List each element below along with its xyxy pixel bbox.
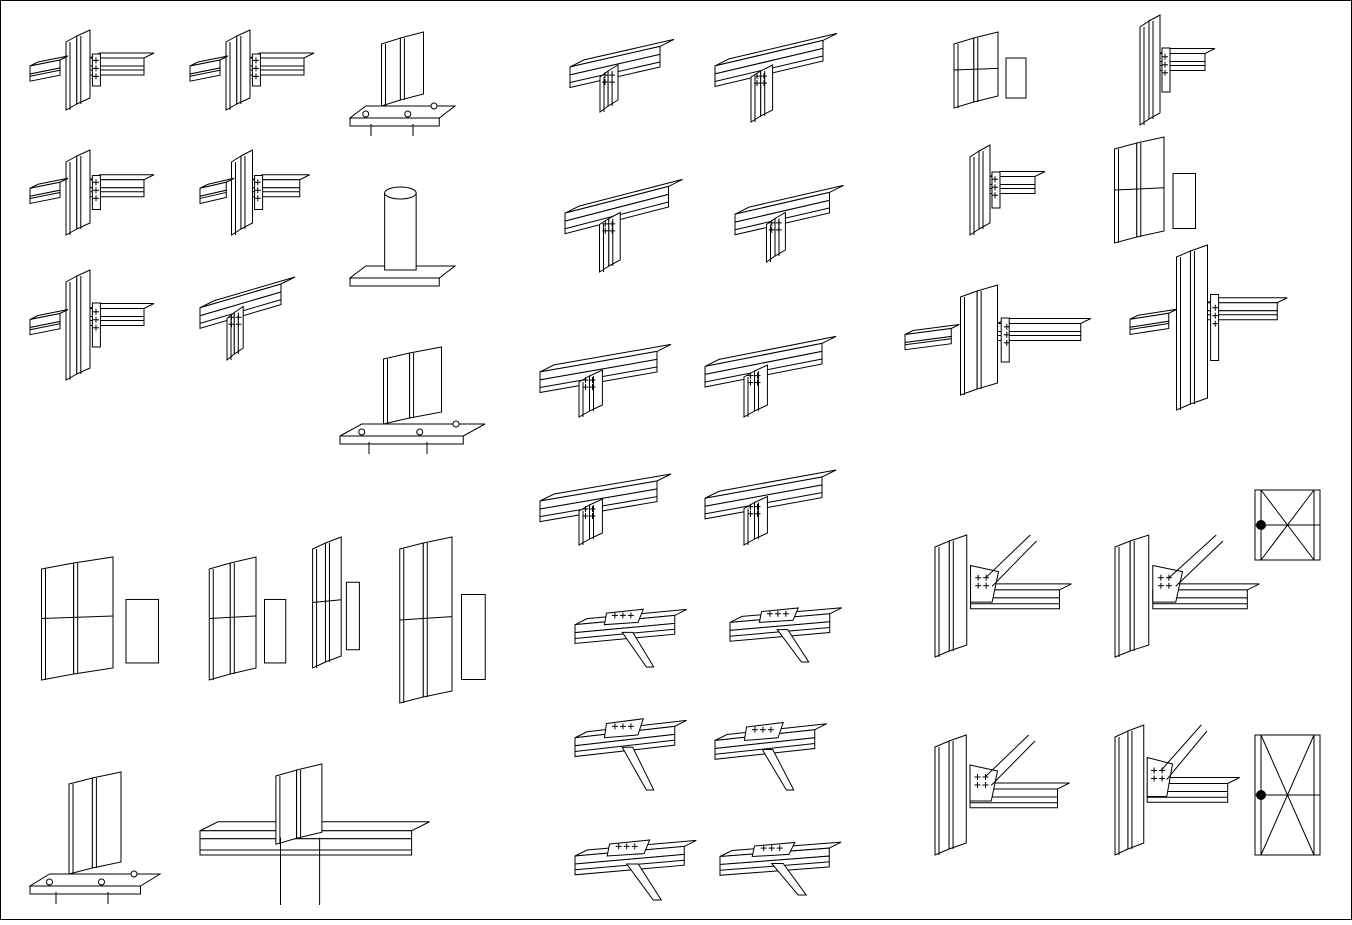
connection-detail-35 [1129,244,1288,411]
connection-detail-40 [1114,724,1240,856]
connection-detail-6 [348,186,457,287]
connection-detail-16 [569,38,675,113]
connection-detail-19 [734,184,844,263]
connection-detail-24 [574,608,687,668]
connection-detail-29 [719,841,842,896]
connection-detail-15 [199,763,430,905]
connection-detail-28 [574,839,697,901]
connection-detail-11 [208,556,287,681]
connection-detail-34 [904,284,1091,396]
connection-detail-23 [704,469,837,546]
connection-detail-4 [29,149,155,236]
connection-detail-1 [29,29,155,111]
connection-detail-10 [41,556,159,681]
connection-detail-26 [574,718,687,791]
connection-detail-12 [312,536,360,669]
connection-detail-41 [1254,734,1321,856]
connection-detail-14 [28,771,162,904]
connection-detail-31 [1139,14,1216,126]
connection-detail-18 [564,178,683,273]
connection-detail-38 [1254,489,1321,561]
connection-detail-5 [199,149,310,236]
connection-detail-7 [29,269,155,381]
connection-detail-27 [714,721,827,791]
connection-detail-37 [1114,534,1260,658]
connection-detail-32 [969,144,1046,236]
connection-detail-39 [934,734,1070,856]
connection-detail-22 [539,473,672,546]
connection-detail-17 [714,32,838,123]
connection-detail-25 [729,607,842,663]
connection-detail-2 [189,29,315,111]
connection-detail-13 [399,536,486,704]
connection-detail-20 [539,343,672,418]
connection-detail-30 [953,31,1027,109]
connection-detail-33 [1114,136,1196,244]
connection-detail-3 [348,31,457,136]
connection-detail-9 [339,346,486,454]
connection-detail-8 [199,276,296,362]
connection-detail-21 [704,335,837,418]
connection-detail-36 [934,534,1072,658]
